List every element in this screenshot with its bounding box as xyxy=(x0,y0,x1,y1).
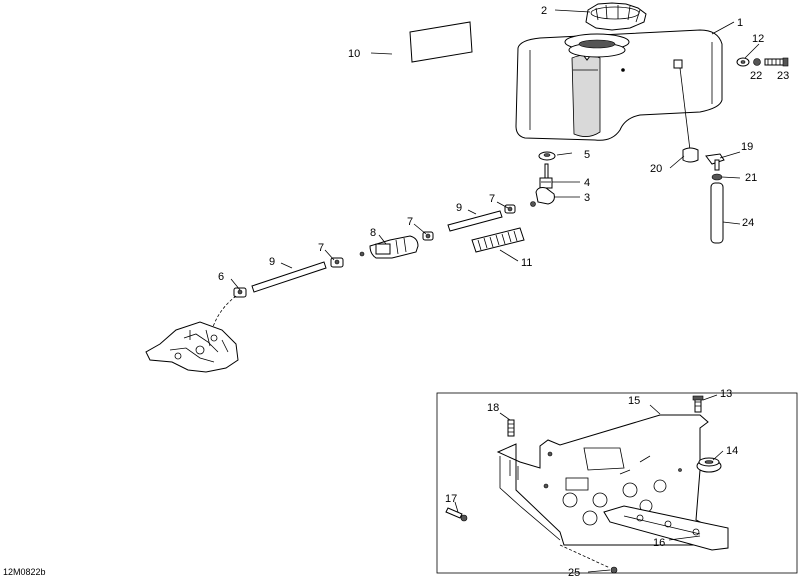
callout-24: 24 xyxy=(742,217,754,229)
tank-vent-fitting xyxy=(673,59,683,69)
callout-9a: 9 xyxy=(456,202,462,214)
nut-22 xyxy=(753,58,761,66)
callout-9b: 9 xyxy=(269,256,275,268)
vent-fitting-20 xyxy=(682,147,699,163)
callout-21: 21 xyxy=(745,172,757,184)
callout-7b: 7 xyxy=(407,216,413,228)
clamp-7-upper xyxy=(504,204,516,214)
fuel-cap xyxy=(585,2,647,31)
fuel-valve-4 xyxy=(539,163,553,189)
callout-10: 10 xyxy=(348,48,360,60)
callout-22: 22 xyxy=(750,70,762,82)
callout-19: 19 xyxy=(741,141,753,153)
callout-18: 18 xyxy=(487,402,499,414)
clamp-6 xyxy=(233,287,247,298)
fuel-tank xyxy=(515,29,723,141)
engine-fuel-pump xyxy=(145,321,239,373)
callout-23: 23 xyxy=(777,70,789,82)
callout-11: 11 xyxy=(521,257,532,269)
clamp-7-lower xyxy=(330,257,344,268)
fuel-filter-8 xyxy=(359,235,419,259)
callout-3: 3 xyxy=(584,192,590,204)
fastener-25 xyxy=(610,566,618,574)
leader-lines xyxy=(230,9,760,573)
diagram-code: 12M0822b xyxy=(3,567,46,577)
fuel-hose-9-upper xyxy=(447,210,503,232)
mounting-bracket-15 xyxy=(496,414,729,546)
grommet-12 xyxy=(736,57,750,67)
grommet-14 xyxy=(696,457,722,473)
screw-23 xyxy=(764,57,789,67)
callout-14: 14 xyxy=(726,445,738,457)
spring-guard-11 xyxy=(471,227,525,253)
clip-18 xyxy=(507,419,515,437)
callout-20: 20 xyxy=(650,163,662,175)
callout-25: 25 xyxy=(568,567,580,578)
callout-17: 17 xyxy=(445,493,457,505)
elbow-fitting-3 xyxy=(530,187,555,207)
callout-6: 6 xyxy=(218,271,224,283)
vent-hose-24 xyxy=(710,182,724,244)
callout-7a: 7 xyxy=(489,193,495,205)
callout-13: 13 xyxy=(720,388,732,400)
fuel-hose-9-lower xyxy=(251,261,327,293)
callout-16: 16 xyxy=(653,537,665,549)
skid-plate-16 xyxy=(603,505,729,551)
grommet-5 xyxy=(538,151,556,161)
callout-labels: 1 2 3 4 5 6 7 7 7 8 9 9 10 11 12 13 14 1… xyxy=(3,5,789,578)
vent-elbow-19 xyxy=(705,153,725,171)
callout-7c: 7 xyxy=(318,242,324,254)
clamp-21 xyxy=(711,173,723,181)
callout-12: 12 xyxy=(752,33,764,45)
inset-frame xyxy=(436,392,798,574)
callout-5: 5 xyxy=(584,149,590,161)
callout-8: 8 xyxy=(370,227,376,239)
callout-4: 4 xyxy=(584,177,590,189)
warning-label xyxy=(409,21,473,63)
callout-2: 2 xyxy=(541,5,547,17)
screw-17 xyxy=(445,507,468,522)
callout-15: 15 xyxy=(628,395,640,407)
screw-13 xyxy=(692,395,704,413)
callout-1: 1 xyxy=(737,17,743,29)
